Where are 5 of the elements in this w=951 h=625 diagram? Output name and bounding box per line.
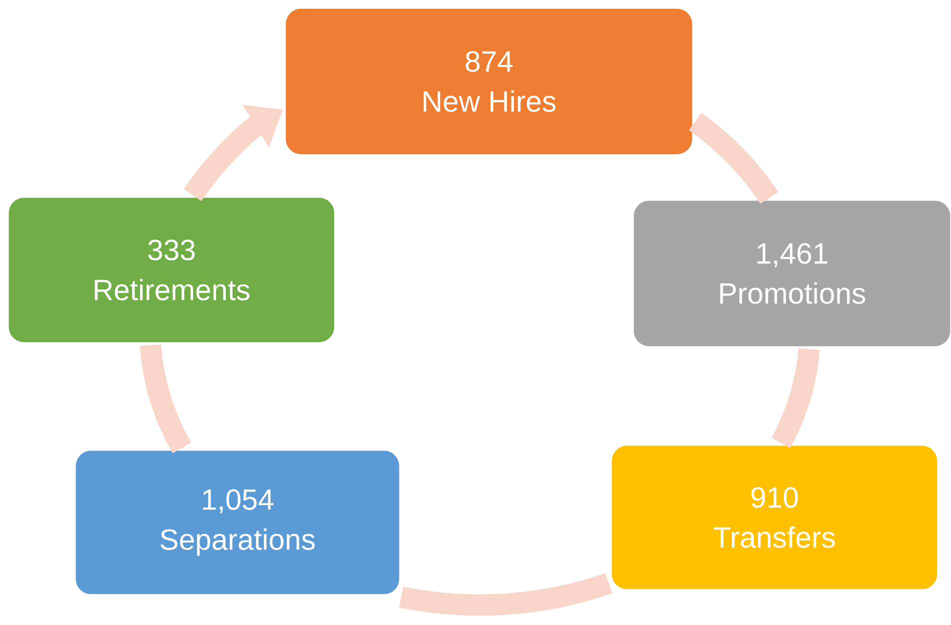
process-box: 333 Retirements (7, 196, 336, 344)
process-box: 874 New Hires (284, 7, 694, 156)
process-box: 1,054 Separations (74, 449, 401, 596)
process-box: 1,461 Promotions (632, 199, 951, 348)
process-box: 910 Transfers (610, 444, 939, 591)
